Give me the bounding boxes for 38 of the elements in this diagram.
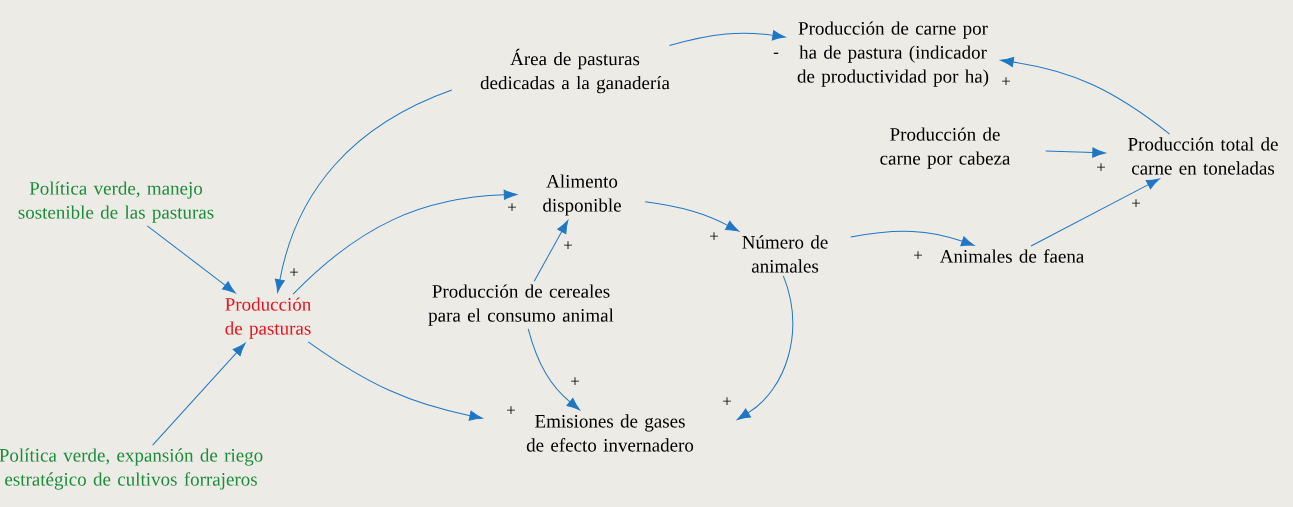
arrow	[850, 230, 975, 247]
polarity-sign: +	[1002, 77, 1010, 86]
variable-label: Política verde, expansión de riego estratégico de cultivos forrajeros	[0, 448, 263, 490]
arrow	[737, 275, 793, 420]
variable-label: Producción de carne por cabeza	[880, 127, 1011, 169]
arrow	[644, 201, 740, 232]
variable-label: Animales de faena	[939, 249, 1084, 263]
variable-label: Número de animales	[742, 235, 828, 273]
arrow	[1045, 147, 1106, 158]
variable-label: Producción total de carne en toneladas	[1128, 137, 1278, 175]
polarity-sign: +	[1132, 199, 1140, 208]
variable-label: Política verde, manejo sostenible de las pasturas	[18, 181, 214, 223]
arrow	[274, 89, 453, 293]
polarity-sign: +	[1097, 163, 1105, 172]
polarity-sign: +	[914, 251, 922, 260]
polarity-sign: +	[290, 268, 298, 277]
arrow	[527, 328, 581, 411]
variable-label: Producción de pasturas	[225, 297, 311, 339]
polarity-sign: +	[564, 241, 572, 250]
polarity-sign: +	[710, 232, 718, 241]
variable-label: Emisiones de gases de efecto invernadero	[526, 414, 694, 452]
arrow	[152, 342, 246, 446]
polarity-sign: +	[508, 203, 516, 212]
polarity-sign: +	[571, 377, 579, 386]
polarity-sign: +	[507, 406, 515, 415]
variable-label: Producción de cereales para el consumo animal	[428, 284, 614, 326]
variable-label: Producción de carne por ha de pastura (indicador de productividad por ha)	[797, 21, 989, 87]
arrow	[292, 189, 518, 295]
arrow	[1030, 178, 1160, 247]
polarity-sign: +	[723, 397, 731, 406]
arrow	[668, 30, 786, 47]
arrow	[1000, 56, 1171, 135]
arrow	[307, 341, 483, 421]
arrow	[146, 225, 236, 294]
variable-label: Alimento disponible	[543, 174, 621, 216]
polarity-sign: -	[773, 52, 779, 54]
variable-label: Área de pasturas dedicadas a la ganadería	[480, 48, 670, 94]
arrow	[533, 220, 569, 282]
